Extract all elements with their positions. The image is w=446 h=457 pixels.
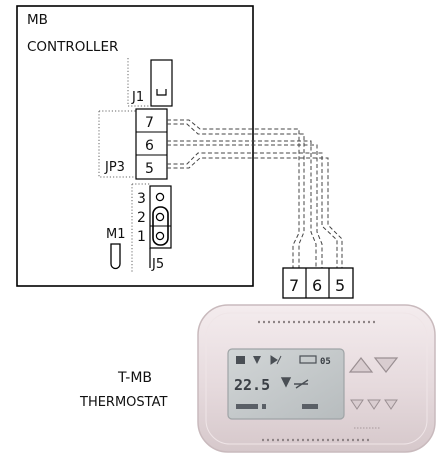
jp3-terminal-7: 7 [145,115,154,131]
wire-6-pair [167,144,323,268]
m1-probe-icon [110,243,121,270]
wire-7 [167,119,300,268]
mb-controller: MB CONTROLLER J1 JP3 7 6 5 3 2 [16,5,254,287]
thermostat-terminal-block: 7 6 5 [282,267,354,299]
fan-icon [270,355,282,365]
button-3[interactable] [384,399,398,410]
thermostat-title-line2: THERMOSTAT [79,395,167,410]
display-bottom-bar [236,404,258,409]
thermostat-device: 05 22.5 [197,304,436,453]
display-temperature: 22.5 [234,376,270,394]
jp3-label: JP3 [104,160,125,175]
j5-pin-1 [155,231,165,241]
j1-housing [150,59,173,107]
button-2[interactable] [367,399,381,410]
j5-pin-3 [155,192,165,202]
m1-label: M1 [106,227,126,242]
thermostat-terminal-7: 7 [289,276,299,295]
controller-box [16,5,254,287]
j1-connector: J1 [127,58,173,107]
wire-5 [167,152,338,268]
j5-connector: 3 2 1 J5 [131,183,172,272]
mode-icon [236,356,245,364]
wire-7-pair [167,123,305,268]
jp3-connector: JP3 7 6 5 [98,108,168,180]
j5-pin-2-label: 2 [137,210,146,226]
thermostat-buttons [348,357,399,410]
j5-pin-3-label: 3 [137,191,146,207]
controller-title-line1: MB [27,12,48,28]
j1-pin-icon [156,89,167,96]
display-top-right: 05 [320,357,331,367]
thermostat-title-line1: T-MB [117,370,152,386]
m1-component: M1 [106,227,126,270]
j5-label: J5 [151,257,164,272]
wire-5-pair [167,157,343,268]
j5-pin-1-label: 1 [137,229,146,245]
button-1[interactable] [350,399,364,410]
jp3-terminal-5: 5 [145,161,154,177]
thermostat-terminal-5: 5 [335,276,345,295]
controller-title-line2: CONTROLLER [27,39,118,55]
jp3-terminal-6: 6 [145,138,154,154]
thermostat-display: 05 22.5 [227,348,345,420]
battery-icon [299,355,317,364]
wiring [167,119,343,268]
down-button[interactable] [373,357,399,373]
jp3-housing [135,108,168,180]
j1-label: J1 [131,90,144,105]
up-button[interactable] [348,357,374,373]
j5-pin-2 [155,212,165,222]
wire-6 [167,140,317,268]
fan-speed-icon [280,377,309,389]
thermostat-terminal-6: 6 [312,276,322,295]
sun-icon [253,356,261,364]
